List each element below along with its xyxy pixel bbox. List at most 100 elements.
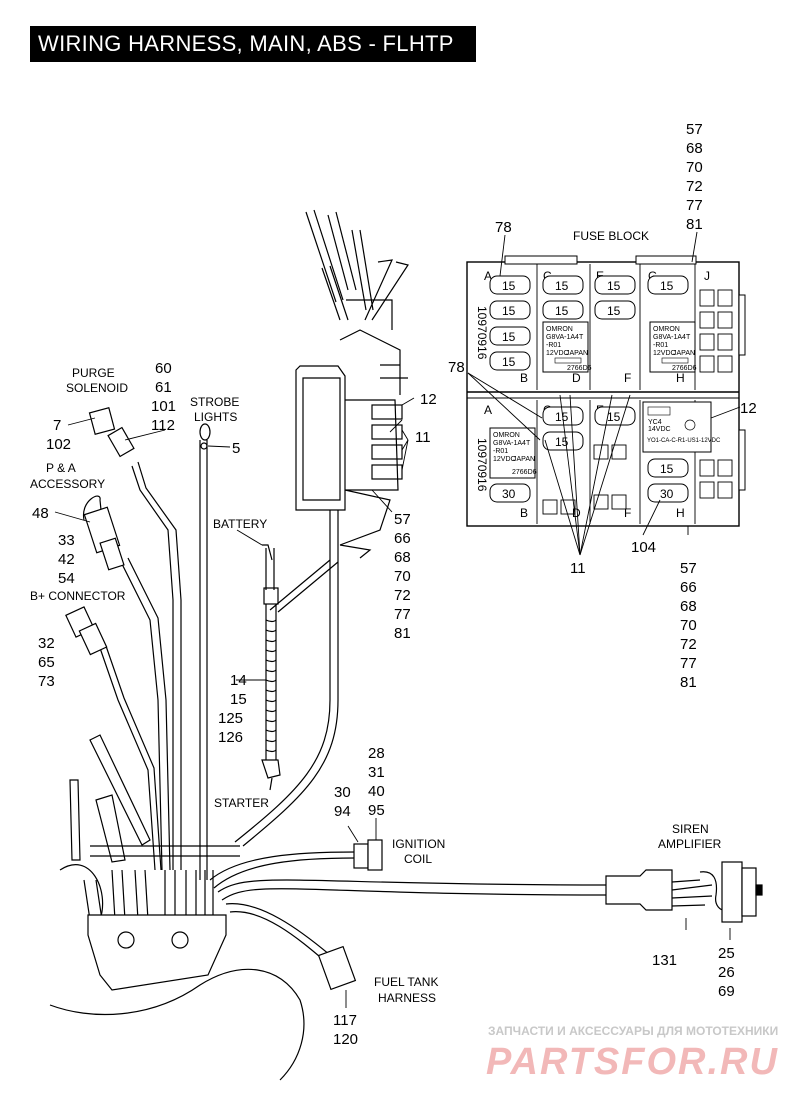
fuse-row-letter: D (572, 371, 581, 385)
relay: OMRON G8VA-1A4T -R01 12VDC JAPAN 2766D6 (542, 321, 592, 373)
fuse-row-letter: F (624, 506, 631, 520)
svg-text:-R01: -R01 (653, 342, 668, 349)
callout-66: 66 (394, 530, 411, 547)
svg-text:15: 15 (555, 279, 569, 293)
svg-text:OMRON: OMRON (653, 326, 680, 333)
callout-95: 95 (368, 802, 385, 819)
fuse: 15 (489, 275, 531, 295)
watermark-tagline: ЗАПЧАСТИ И АКСЕССУАРЫ ДЛЯ МОТОТЕХНИКИ (488, 1024, 778, 1038)
svg-text:15: 15 (502, 279, 516, 293)
svg-text:12VDC: 12VDC (653, 350, 676, 357)
fuse-block: A C E G J B D F H A C E G B D F H 109709… (466, 255, 746, 527)
callout-69: 69 (718, 983, 735, 1000)
battery-starter-cable (261, 544, 281, 791)
fuse: 15 (542, 275, 584, 295)
fuse-row-letter: D (572, 506, 581, 520)
callout-60: 60 (155, 360, 172, 377)
b-plus-connector-label: B+ CONNECTOR (30, 589, 126, 603)
callout-125: 125 (218, 710, 243, 727)
callout-57: 57 (394, 511, 411, 528)
pa-accessory-connector (83, 495, 125, 571)
callout-25: 25 (718, 945, 735, 962)
svg-text:G8VA-1A4T: G8VA-1A4T (653, 334, 691, 341)
callout-42: 42 (58, 551, 75, 568)
callout-30: 30 (334, 784, 351, 801)
callout-40: 40 (368, 783, 385, 800)
fuse-row-letter: B (520, 506, 528, 520)
callout-57: 57 (686, 121, 703, 138)
fuse-block-code: 10970916 (475, 306, 489, 360)
svg-text:15: 15 (660, 462, 674, 476)
svg-text:2766D6: 2766D6 (672, 365, 697, 372)
relay: OMRON G8VA-1A4T -R01 12VDC JAPAN 2766D6 (649, 321, 697, 373)
fuse: 15 (542, 431, 584, 451)
page-title: WIRING HARNESS, MAIN, ABS - FLHTP (30, 26, 476, 62)
svg-text:12VDC: 12VDC (546, 350, 569, 357)
svg-text:-R01: -R01 (493, 448, 508, 455)
fuse: 15 (489, 300, 531, 320)
callout-33: 33 (58, 532, 75, 549)
fuse-row-letter: B (520, 371, 528, 385)
svg-text:15: 15 (660, 279, 674, 293)
callout-14: 14 (230, 672, 247, 689)
fuse: 15 (647, 458, 689, 478)
callout-11: 11 (570, 560, 586, 577)
starter-label: STARTER (214, 796, 269, 810)
leader-lines (467, 231, 741, 556)
callout-65: 65 (38, 654, 55, 671)
callout-72: 72 (394, 587, 411, 604)
callout-112: 112 (151, 417, 175, 434)
fuse: 15 (489, 326, 531, 346)
siren-amplifier-label: SIREN (672, 822, 709, 836)
callout-68: 68 (680, 598, 697, 615)
callout-94: 94 (334, 803, 351, 820)
callout-12: 12 (420, 391, 437, 408)
callout-28: 28 (368, 745, 385, 762)
battery-label: BATTERY (213, 517, 267, 531)
fuse: 30 (647, 483, 689, 503)
svg-text:YO1-CA-C-R1-US1-12VDC: YO1-CA-C-R1-US1-12VDC (647, 438, 721, 444)
fuel-tank-harness-label: FUEL TANK (374, 975, 438, 989)
svg-text:15: 15 (502, 330, 516, 344)
svg-text:JAPAN: JAPAN (673, 350, 695, 357)
fuse-col-letter: A (484, 403, 492, 417)
svg-text:15: 15 (555, 304, 569, 318)
callout-32: 32 (38, 635, 55, 652)
ignition-coil-label: COIL (404, 852, 432, 866)
callout-26: 26 (718, 964, 735, 981)
callout-81: 81 (680, 674, 697, 691)
b-plus-connector (65, 606, 108, 656)
svg-text:G8VA-1A4T: G8VA-1A4T (493, 440, 531, 447)
strobe-connector (199, 423, 211, 450)
callout-61: 61 (155, 379, 172, 396)
left-wire-bundles (49, 440, 305, 1081)
callout-66: 66 (680, 579, 697, 596)
pa-accessory-label: ACCESSORY (30, 477, 105, 491)
svg-text:15: 15 (555, 410, 569, 424)
svg-text:2766D6: 2766D6 (567, 365, 592, 372)
svg-text:30: 30 (502, 487, 516, 501)
fuse-col-letter: A (484, 269, 492, 283)
callout-11: 11 (415, 429, 431, 446)
svg-text:15: 15 (607, 410, 621, 424)
callout-77: 77 (680, 655, 697, 672)
fuse-row-letter: H (676, 506, 685, 520)
fuse-block-label: FUSE BLOCK (573, 229, 649, 243)
fuse-block-code: 10970916 (475, 438, 489, 492)
leader-lines-left (54, 397, 731, 1008)
watermark-logo: PARTSFOR.RU (486, 1041, 779, 1083)
callout-48: 48 (32, 505, 49, 522)
svg-text:G8VA-1A4T: G8VA-1A4T (546, 334, 584, 341)
strobe-lights-label: LIGHTS (194, 410, 237, 424)
siren-amplifier-label: AMPLIFIER (658, 837, 722, 851)
svg-text:JAPAN: JAPAN (513, 456, 535, 463)
svg-text:15: 15 (607, 304, 621, 318)
callout-7: 7 (53, 417, 61, 434)
svg-text:15: 15 (607, 279, 621, 293)
callout-12: 12 (740, 400, 757, 417)
svg-text:OMRON: OMRON (493, 432, 520, 439)
svg-text:-R01: -R01 (546, 342, 561, 349)
callout-126: 126 (218, 729, 243, 746)
callout-81: 81 (394, 625, 411, 642)
fuse: 15 (594, 300, 636, 320)
